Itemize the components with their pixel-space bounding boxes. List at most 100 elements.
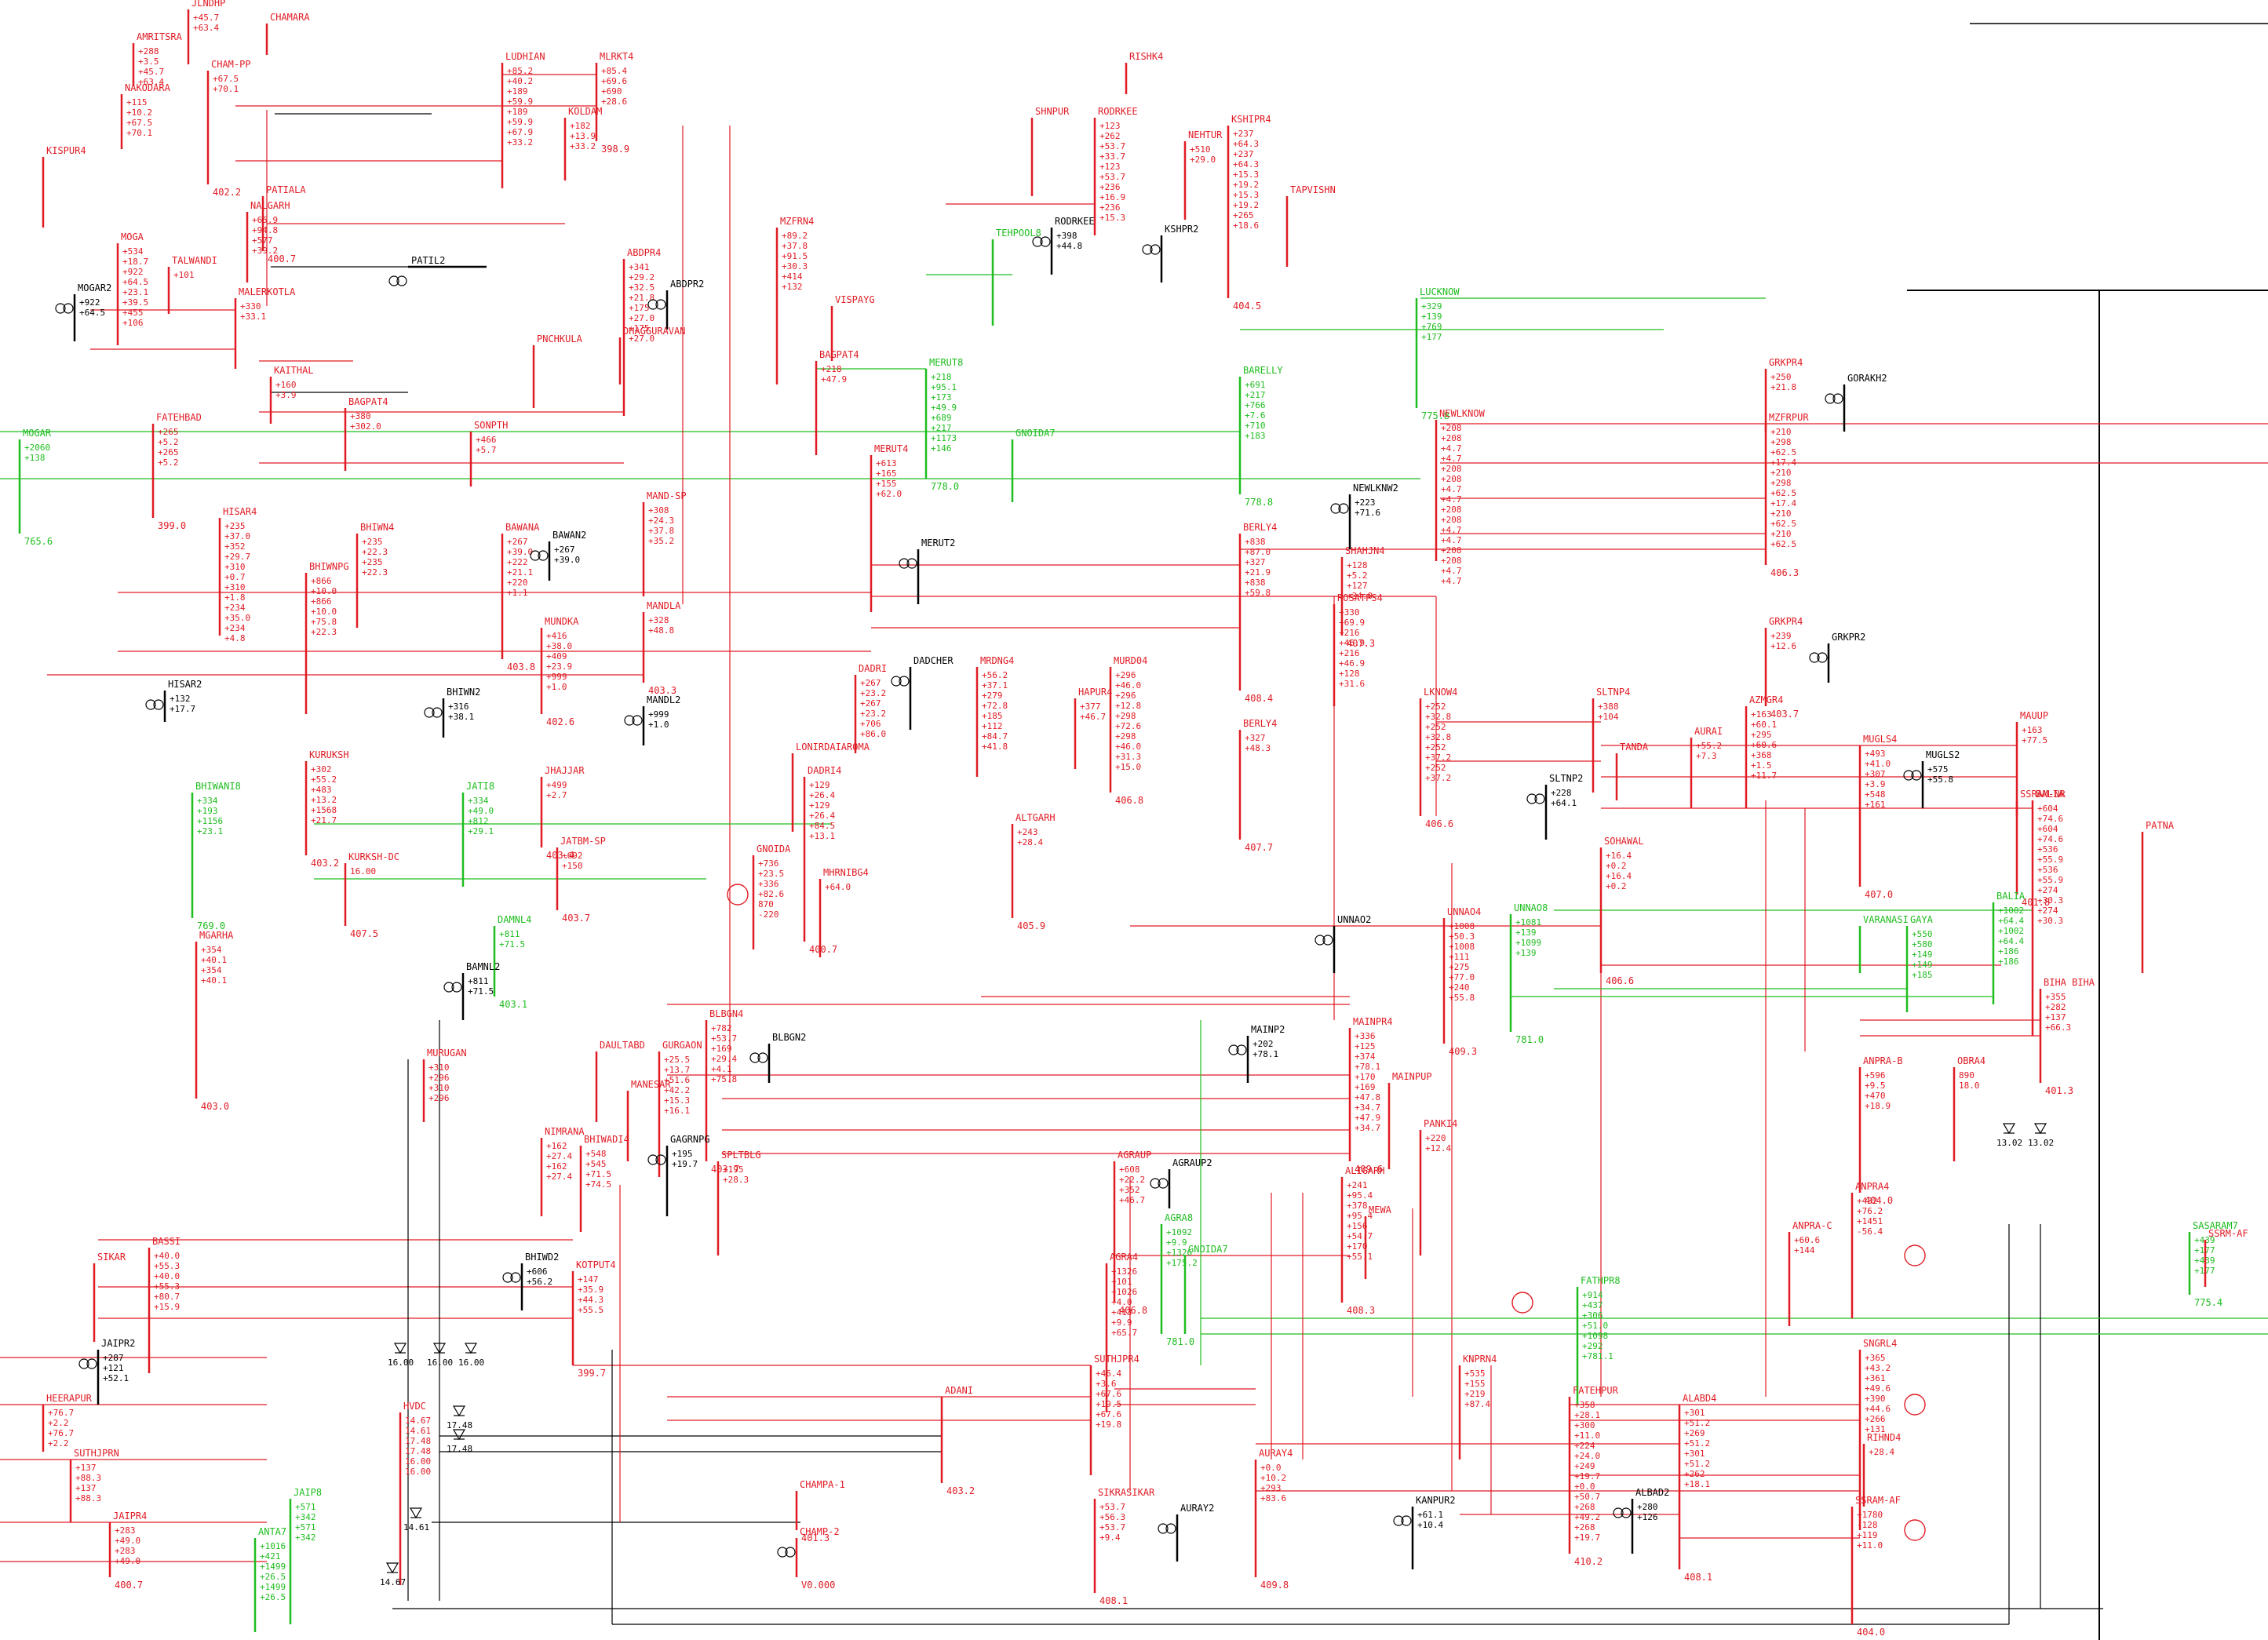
bus-koldam[interactable]: KOLDAM+182+13.9+33.2 xyxy=(563,106,602,180)
bus-patna[interactable]: PATNA xyxy=(2141,820,2175,973)
bus-fatehpur[interactable]: FATEHPUR+358+28.1+300+11.0+224+24.0+249+… xyxy=(1568,1385,1619,1567)
bus-spltblg[interactable]: SPLTBLG+195+28.3 xyxy=(716,1150,761,1256)
bus-gorakh2[interactable]: GORAKH2 xyxy=(1825,373,1887,432)
bus-mandsp[interactable]: MAND-SP+308+24.3+37.8+35.2 xyxy=(642,490,687,596)
hvdc-converter[interactable]: 14.67 xyxy=(380,1562,406,1587)
bus-chamara[interactable]: CHAMARA xyxy=(265,12,310,55)
bus-kispur4[interactable]: KISPUR4 xyxy=(42,145,86,228)
bus-lknow4[interactable]: LKNOW4+252+32.8+252+32.8+252+37.2+252+37… xyxy=(1419,687,1457,829)
bus-bhiwd2[interactable]: BHIWD2+606+56.2 xyxy=(502,1252,559,1310)
bus-newlknow[interactable]: NEWLKNOW+208+208+4.7+4.7+208+208+4.7+4.7… xyxy=(1435,408,1486,586)
bus-bhiwn4[interactable]: BHIWN4+235+22.3+235+22.3 xyxy=(356,522,394,628)
bus-gnoida7b[interactable]: GNOIDA7 xyxy=(1183,1244,1228,1334)
hvdc-converter[interactable]: 16.00 xyxy=(388,1343,414,1368)
bus-nehtur[interactable]: NEHTUR+510+29.0 xyxy=(1183,129,1223,220)
bus-hisar4[interactable]: HISAR4+235+37.0+352+29.7+310+0.7+310+1.8… xyxy=(218,506,257,643)
bus-balia[interactable]: BALIA+604+74.6+604+74.6+536+55.9+536+55.… xyxy=(2031,789,2065,1036)
bus-rodrkee[interactable]: RODRKEE+123+262+53.7+33.7+123+53.7+236+1… xyxy=(1093,106,1138,235)
bus-sikar[interactable]: SIKAR xyxy=(93,1252,126,1342)
bus-albad2[interactable]: ALBAD2+280+126 xyxy=(1613,1487,1669,1554)
generator-icon[interactable] xyxy=(1904,1245,1926,1266)
bus-blbgn2[interactable]: BLBGN2 xyxy=(749,1032,806,1083)
bus-auray2[interactable]: AURAY2 xyxy=(1158,1503,1214,1562)
hvdc-converter[interactable]: 16.00 xyxy=(458,1343,484,1368)
bus-sltnp4[interactable]: SLTNP4+388+104 xyxy=(1592,687,1630,793)
bus-rishk4[interactable]: RISHK4 xyxy=(1125,51,1163,94)
bus-fathpr8[interactable]: FATHPR8+914+437+306+51.0+1098+292+781.1 xyxy=(1576,1275,1621,1405)
bus-kaithal[interactable]: KAITHAL+160+3.9 xyxy=(269,365,314,424)
bus-mainpup[interactable]: MAINPUP xyxy=(1387,1071,1432,1169)
bus-unnao2[interactable]: UNNAO2 xyxy=(1314,914,1371,973)
bus-abdpr4[interactable]: ABDPR4+341+29.2+32.5+21.8+175+27.0+175+2… xyxy=(622,247,661,416)
bus-dadri[interactable]: DADRI+267+23.2+267+23.2+706+86.0 xyxy=(854,663,887,753)
bus-gagrnpg[interactable]: GAGRNPG+195+19.7 xyxy=(647,1134,710,1216)
bus-unnao[interactable]: UNNAO4+1008+50.3+1008+111+275+77.0+240+5… xyxy=(1442,906,1481,1057)
bus-sltnp2[interactable]: SLTNP2+228+64.1 xyxy=(1526,773,1583,840)
hvdc-converter[interactable]: 17.48 xyxy=(447,1429,472,1454)
bus-tehpool[interactable]: TEHPOOL8 xyxy=(991,228,1041,326)
bus-balia8[interactable]: BALIA+1002+64.4+1002+64.4+186+186 xyxy=(1992,891,2026,1004)
bus-murugan[interactable]: MURUGAN+310+296+310+296 xyxy=(422,1048,467,1122)
hvdc-converter[interactable]: 17.48 xyxy=(447,1405,472,1430)
bus-merut2[interactable]: MERUT2 xyxy=(899,538,955,604)
bus-sonpth[interactable]: SONPTH+466+5.7 xyxy=(469,420,508,487)
hvdc-converter[interactable]: 16.00 xyxy=(427,1343,453,1368)
bus-rosat[interactable]: ROSATPS4+330+69.9+216+46.9+216+46.9+128+… xyxy=(1333,592,1383,706)
bus-merut8[interactable]: MERUT8+218+95.1+173+49.9+689+217+1173+14… xyxy=(924,357,963,492)
bus-kanpur2[interactable]: KANPUR2+61.1+10.4 xyxy=(1393,1495,1456,1569)
bus-mandl2[interactable]: MANDL2+999+1.0 xyxy=(624,694,680,745)
bus-tapvishn[interactable]: TAPVISHN xyxy=(1285,184,1336,267)
bus-bhiwn2[interactable]: BHIWN2+316+38.1 xyxy=(424,687,480,738)
bus-bassi[interactable]: BASSI+40.0+55.3+40.0+55.3+80.7+15.9 xyxy=(148,1236,180,1373)
bus-varanasi[interactable]: VARANASI xyxy=(1858,914,1909,973)
bus-azmgr4[interactable]: AZMGR4+163+60.1+295+60.6+368+1.5+11.7 xyxy=(1745,694,1783,808)
bus-mauup[interactable]: MAUUP+163+77.5 xyxy=(2015,710,2048,816)
bus-rodrke2[interactable]: RODRKEE+398+44.8 xyxy=(1032,216,1095,275)
bus-knprn4[interactable]: KNPRN4+535+155+219+87.4 xyxy=(1458,1354,1497,1460)
bus-hisar2[interactable]: HISAR2+132+17.7 xyxy=(145,679,202,722)
bus-mewa[interactable]: MEWA xyxy=(1364,1204,1392,1279)
bus-mzfrpur[interactable]: MZFRPUR+210+298+62.5+17.4+210+298+62.5+1… xyxy=(1764,412,1809,578)
bus-mhrnibg[interactable]: MHRNIBG4+64.0 xyxy=(819,867,869,957)
hvdc-converter[interactable]: 13.02 xyxy=(2028,1123,2054,1148)
bus-anta7[interactable]: ANTA7+1016+421+1499+26.5+1499+26.5 xyxy=(253,1526,286,1632)
bus-jati8[interactable]: JATI8+334+49.0+812+29.1 xyxy=(461,781,494,887)
bus-bagpat4b[interactable]: BAGPAT4+218+47.9 xyxy=(815,349,859,455)
bus-gnoida7[interactable]: GNOIDA7 xyxy=(1011,428,1056,502)
hvdc-converter[interactable]: 13.02 xyxy=(1996,1123,2022,1148)
bus-malerkotla[interactable]: MALERKOTLA+330+33.1 xyxy=(234,286,296,369)
bus-grkpr4[interactable]: GRKPR4+250+21.8 xyxy=(1764,357,1803,432)
bus-nakodara[interactable]: NAKODARA+115+10.2+67.5+70.1 xyxy=(120,82,171,149)
bus-panki4[interactable]: PANKI4+220+12.4 xyxy=(1419,1118,1457,1256)
generator-icon[interactable] xyxy=(1904,1519,1926,1541)
generator-icon[interactable] xyxy=(727,884,749,906)
bus-merut4[interactable]: MERUT4+613+165+155+62.0 xyxy=(870,443,908,612)
bus-kshpr2[interactable]: KSHPR2 xyxy=(1142,224,1198,282)
bus-pnchkula[interactable]: PNCHKULA xyxy=(532,333,583,408)
bus-newlknw2[interactable]: NEWLKNW2+223+71.6 xyxy=(1330,483,1398,549)
bus-mainp2[interactable]: MAINP2+202+78.1 xyxy=(1228,1024,1285,1083)
bus-bawan2[interactable]: BAWAN2+267+39.0 xyxy=(530,530,586,581)
bus-heerapur[interactable]: HEERAPUR+76.7+2.2+76.7+2.2 xyxy=(42,1393,93,1452)
